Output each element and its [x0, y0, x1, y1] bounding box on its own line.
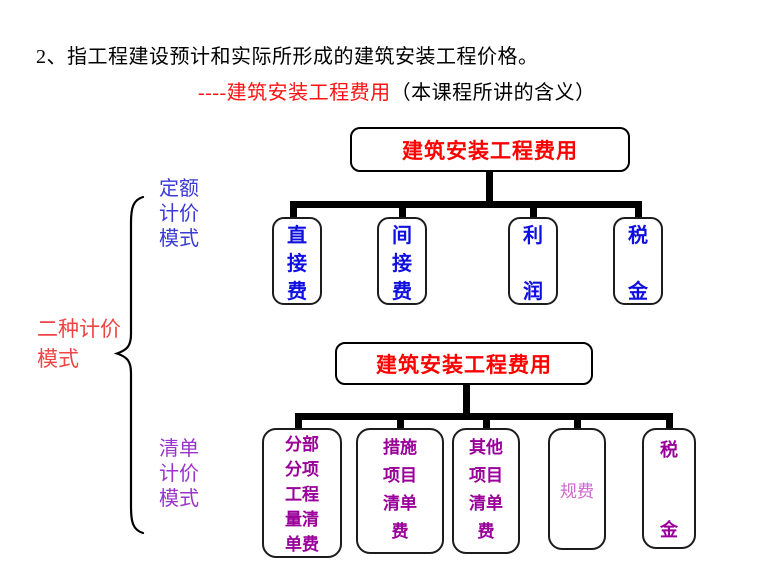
box-profit: 利 润: [508, 217, 558, 305]
quota-horizontal-line: [290, 201, 642, 208]
box-tax-quota: 税 金: [613, 217, 663, 305]
list-stub-2: [396, 413, 404, 431]
curly-brace: [113, 195, 145, 535]
quota-stub-1: [290, 201, 297, 218]
quota-stub-4: [634, 201, 642, 218]
box-regulation-fee: 规费: [548, 428, 606, 550]
box-tax-list: 税 金: [642, 428, 696, 549]
list-stub-5: [665, 413, 673, 431]
quota-stub-2: [398, 201, 406, 218]
list-stub-4: [573, 413, 581, 431]
box-indirect-cost: 间 接 费: [377, 217, 427, 305]
label-two-pricing-modes: 二种计价 模式: [37, 317, 121, 371]
quota-stub-3: [529, 201, 537, 218]
heading-line1: 2、指工程建设预计和实际所形成的建筑安装工程价格。: [36, 46, 539, 68]
box-measure-item-bill-fee: 措施 项目 清单 费: [356, 428, 444, 554]
list-stub-1: [295, 413, 302, 431]
list-stub-3: [482, 413, 490, 431]
quota-tree-root-box: 建筑安装工程费用: [350, 127, 630, 172]
box-other-item-bill-fee: 其他 项目 清单 费: [452, 428, 520, 554]
quota-root-drop-line: [486, 170, 493, 205]
label-quota-pricing-mode: 定额 计价 模式: [159, 178, 199, 250]
box-itemized-bill-fee: 分部 分项 工程 量清 单费: [262, 428, 342, 558]
heading-line2-black: （本课程所讲的含义）: [390, 82, 596, 104]
label-list-pricing-mode: 清单 计价 模式: [159, 438, 199, 510]
list-tree-root-box: 建筑安装工程费用: [335, 342, 593, 385]
heading-line2: ----建筑安装工程费用（本课程所讲的含义）: [198, 76, 596, 105]
box-direct-cost: 直 接 费: [272, 217, 322, 305]
heading-line2-red: ----建筑安装工程费用: [198, 82, 391, 104]
list-root-drop-line: [463, 384, 470, 417]
